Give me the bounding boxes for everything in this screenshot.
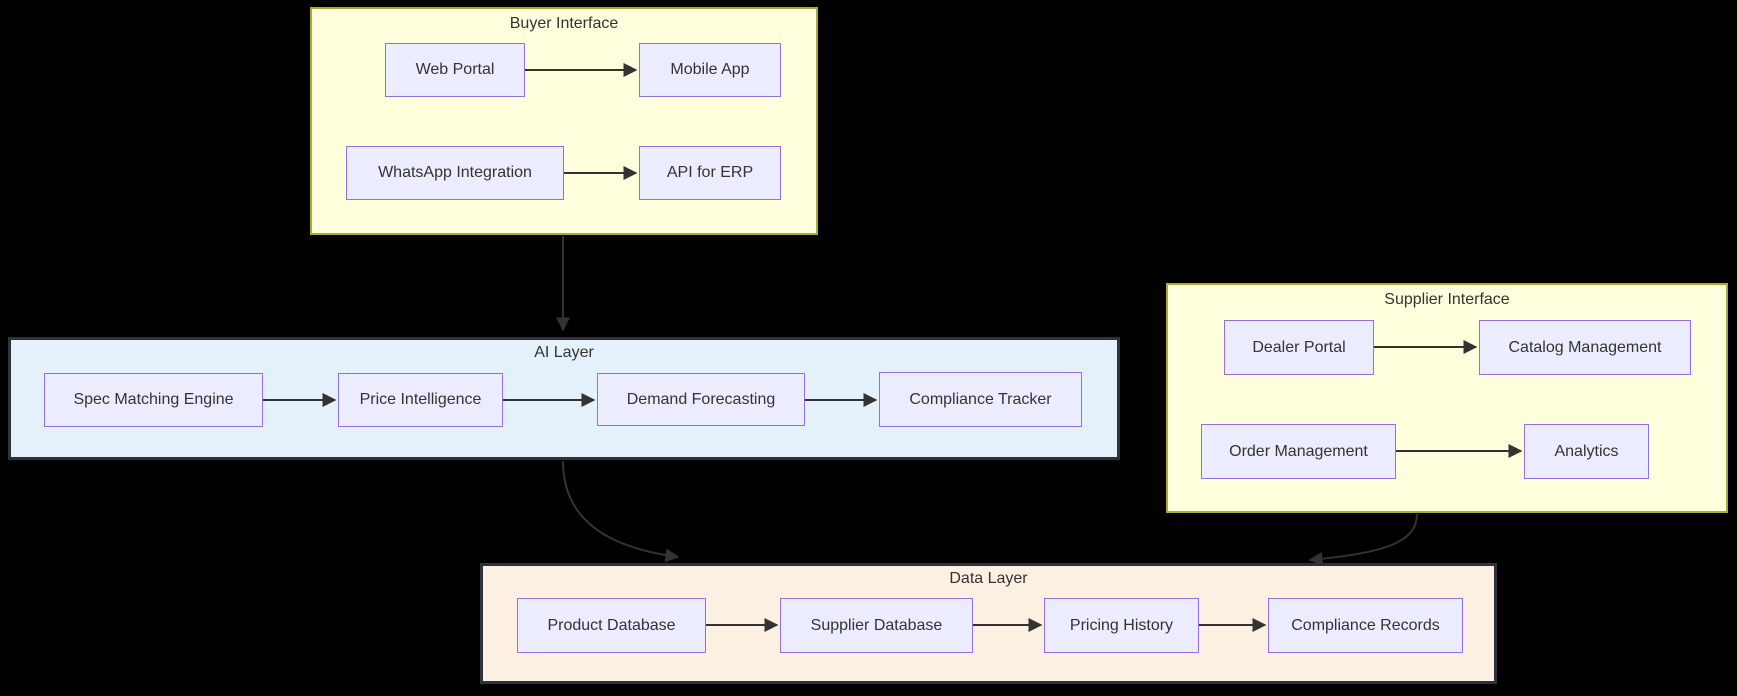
node-product-database-label: Product Database bbox=[547, 616, 676, 634]
node-api-for-erp-label: API for ERP bbox=[666, 164, 754, 181]
group-buyer-interface-title: Buyer Interface bbox=[509, 15, 619, 32]
node-whatsapp-integration: WhatsApp Integration bbox=[346, 146, 564, 200]
node-dealer-portal-label: Dealer Portal bbox=[1252, 338, 1346, 356]
node-pricing-history-label: Pricing History bbox=[1069, 616, 1174, 634]
node-pricing-history: Pricing History bbox=[1044, 598, 1199, 653]
group-data-layer-title: Data Layer bbox=[949, 570, 1028, 587]
node-analytics-label: Analytics bbox=[1554, 442, 1619, 460]
node-whatsapp-integration-label: WhatsApp Integration bbox=[378, 164, 532, 181]
node-catalog-management: Catalog Management bbox=[1479, 320, 1691, 375]
node-spec-matching-engine: Spec Matching Engine bbox=[44, 373, 263, 427]
node-price-intelligence-label: Price Intelligence bbox=[359, 391, 482, 408]
node-catalog-management-label: Catalog Management bbox=[1508, 338, 1662, 356]
node-web-portal-label: Web Portal bbox=[415, 61, 495, 78]
node-mobile-app-label: Mobile App bbox=[670, 61, 750, 78]
node-analytics: Analytics bbox=[1524, 424, 1649, 479]
node-product-database: Product Database bbox=[517, 598, 706, 653]
node-spec-matching-engine-label: Spec Matching Engine bbox=[73, 391, 234, 408]
edge-ai-layer-to-data-layer bbox=[562, 460, 680, 563]
node-compliance-records-label: Compliance Records bbox=[1291, 616, 1440, 634]
group-supplier-interface-title: Supplier Interface bbox=[1384, 291, 1510, 308]
node-supplier-database: Supplier Database bbox=[780, 598, 973, 653]
node-compliance-tracker: Compliance Tracker bbox=[879, 372, 1082, 427]
node-price-intelligence: Price Intelligence bbox=[338, 373, 503, 427]
group-ai-layer-title: AI Layer bbox=[534, 344, 594, 361]
node-api-for-erp: API for ERP bbox=[639, 146, 781, 200]
node-dealer-portal: Dealer Portal bbox=[1224, 320, 1374, 375]
node-order-management-label: Order Management bbox=[1229, 442, 1368, 460]
node-compliance-tracker-label: Compliance Tracker bbox=[909, 390, 1052, 408]
node-supplier-database-label: Supplier Database bbox=[810, 616, 943, 634]
node-demand-forecasting-label: Demand Forecasting bbox=[626, 390, 776, 408]
edge-supplier-to-data-layer bbox=[1308, 513, 1418, 566]
node-web-portal: Web Portal bbox=[385, 43, 525, 97]
node-order-management: Order Management bbox=[1201, 424, 1396, 479]
node-demand-forecasting: Demand Forecasting bbox=[597, 373, 805, 426]
node-compliance-records: Compliance Records bbox=[1268, 598, 1463, 653]
node-mobile-app: Mobile App bbox=[639, 43, 781, 97]
